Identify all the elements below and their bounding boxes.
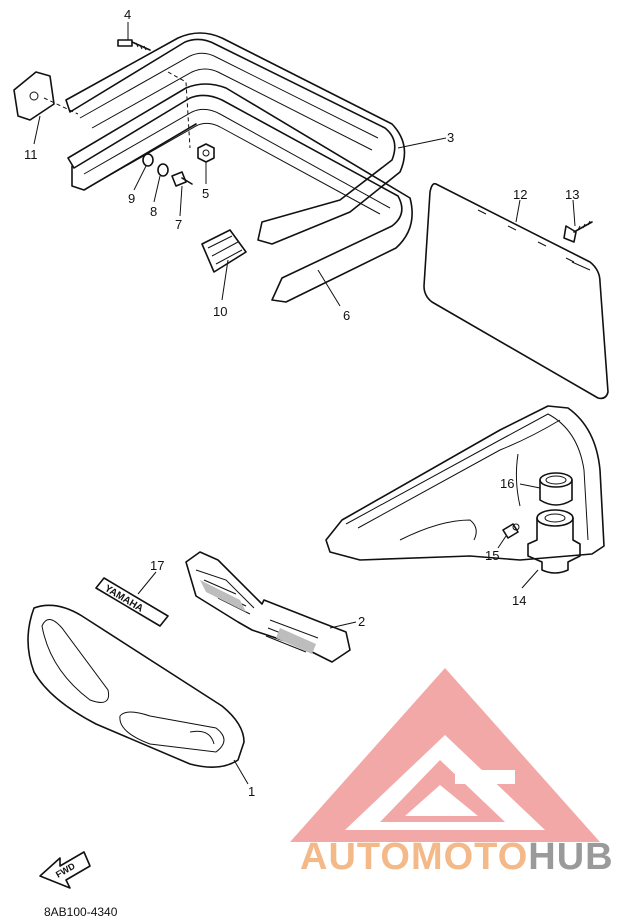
callout-4: 4 <box>124 7 132 22</box>
watermark-text-b: HUB <box>528 836 614 878</box>
callout-15: 15 <box>485 548 500 563</box>
part-14-socket <box>527 509 581 574</box>
part-12-panel <box>423 182 609 400</box>
part-5-nut <box>197 143 215 163</box>
callout-6: 6 <box>343 308 351 323</box>
part-13-clip <box>563 220 593 243</box>
callout-9: 9 <box>128 191 136 206</box>
fwd-arrow-icon: FWD <box>39 851 91 889</box>
part-6-lower-rail <box>67 83 413 303</box>
part-2-duct <box>185 551 351 663</box>
part-17-emblem: YAMAHA <box>95 577 169 627</box>
part-9-washer <box>142 153 154 167</box>
leader-lines <box>33 22 576 785</box>
callout-10: 10 <box>213 304 228 319</box>
callout-14: 14 <box>512 593 527 608</box>
callout-16: 16 <box>500 476 515 491</box>
callout-2: 2 <box>358 614 366 629</box>
part-4-screw <box>117 39 151 51</box>
callout-8: 8 <box>150 204 158 219</box>
part-11-bracket <box>13 71 79 121</box>
callout-17: 17 <box>150 558 165 573</box>
callout-1: 1 <box>248 784 256 799</box>
part-16-grommet <box>539 472 573 506</box>
part-10-cap <box>201 229 247 273</box>
callout-11: 11 <box>24 147 38 162</box>
watermark-logo-icon <box>290 668 600 842</box>
diagram-code: 8AB100-4340 <box>44 905 118 919</box>
part-15-bulb <box>502 523 520 539</box>
part-8-washer <box>157 163 169 177</box>
callout-5: 5 <box>202 186 210 201</box>
part-3-upper-rail <box>65 32 406 245</box>
callout-7: 7 <box>175 217 183 232</box>
watermark-text-a: AUTOMOTO <box>300 836 529 878</box>
callout-13: 13 <box>565 187 580 202</box>
callout-12: 12 <box>513 187 528 202</box>
watermark-text: AUTOMOTOHUB <box>300 838 614 876</box>
part-1-front-cover <box>27 604 245 768</box>
part-7-bolt <box>171 171 193 187</box>
side-cowling <box>325 405 605 561</box>
callout-3: 3 <box>447 130 455 145</box>
